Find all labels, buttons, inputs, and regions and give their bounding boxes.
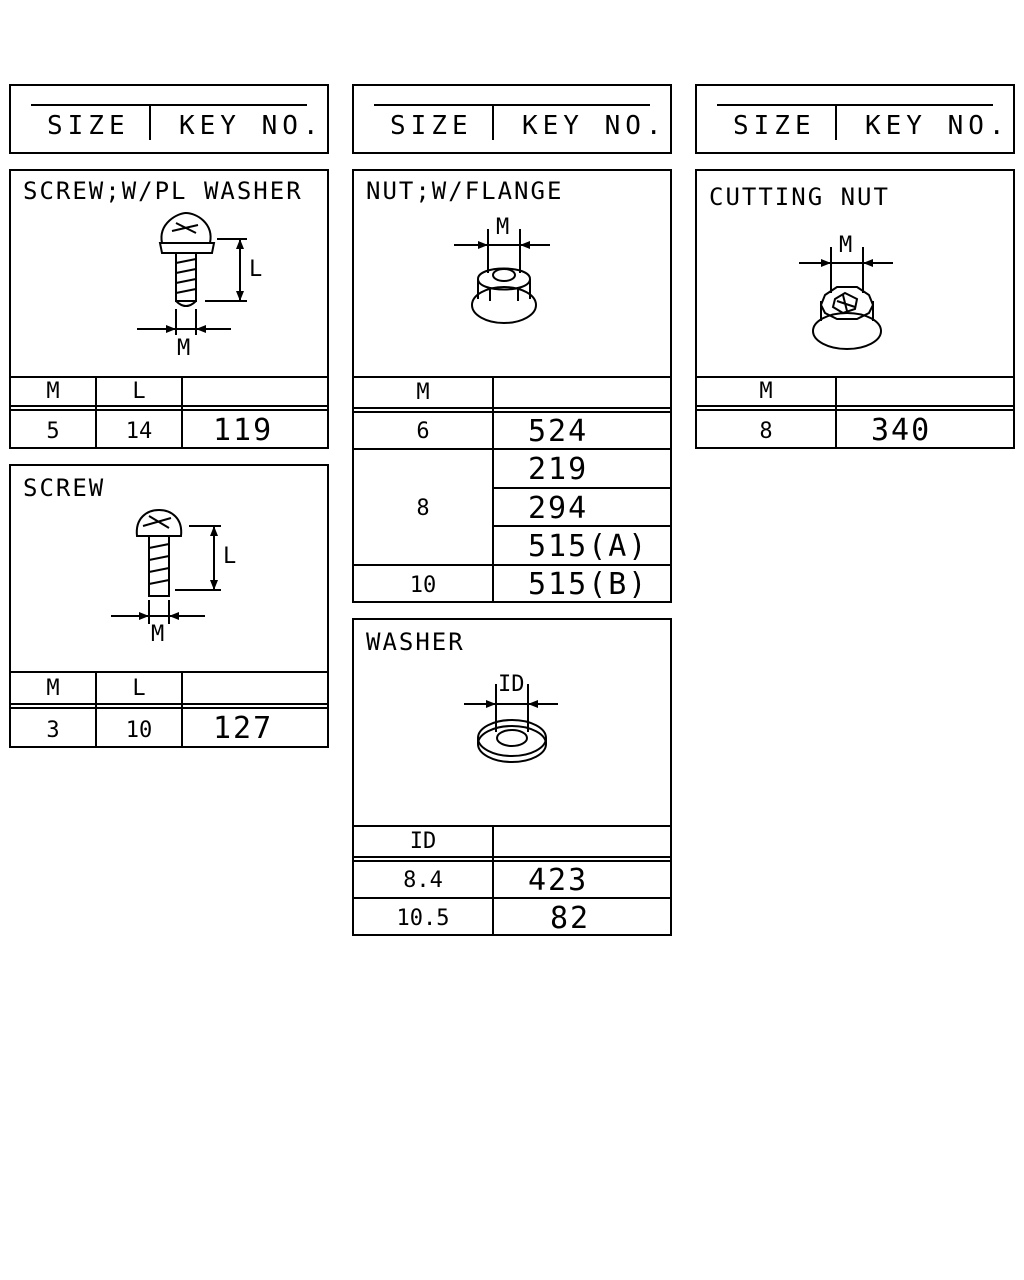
panel-title: NUT;W/FLANGE bbox=[366, 177, 564, 205]
washer-panel: WASHER ID ID 8.4 423 10.5 82 bbox=[352, 618, 672, 936]
header-box-3: SIZE KEY NO. bbox=[695, 84, 1015, 154]
size-label: SIZE bbox=[47, 111, 130, 141]
dim-id-label: ID bbox=[498, 672, 525, 697]
table-head-rule-2 bbox=[11, 707, 327, 709]
dim-l-label: L bbox=[249, 257, 263, 282]
cell-key: 340 bbox=[871, 413, 932, 448]
col-header-m: M bbox=[759, 379, 773, 404]
table-head-rule bbox=[354, 407, 670, 409]
key-no-label: KEY NO. bbox=[179, 111, 324, 141]
cell-l: 14 bbox=[125, 419, 153, 444]
header-rule bbox=[31, 104, 307, 106]
cell-key: 119 bbox=[213, 413, 274, 448]
col-header-l: L bbox=[132, 676, 146, 701]
row-rule bbox=[354, 448, 670, 450]
header-divider bbox=[492, 104, 494, 140]
cell-m: 5 bbox=[46, 419, 60, 444]
dim-m-label: M bbox=[496, 215, 510, 240]
header-box-1: SIZE KEY NO. bbox=[9, 84, 329, 154]
cell-id: 10.5 bbox=[396, 906, 450, 931]
cutting-nut-panel: CUTTING NUT M M 8 340 bbox=[695, 169, 1015, 449]
table-head-rule bbox=[11, 405, 327, 407]
cell-m: 10 bbox=[409, 573, 437, 598]
table-head-rule-2 bbox=[11, 409, 327, 411]
row-rule bbox=[494, 487, 670, 489]
key-no-label: KEY NO. bbox=[865, 111, 1010, 141]
nut-flange-panel: NUT;W/FLANGE M M 6 524 8 219 294 515(A) bbox=[352, 169, 672, 603]
table-top-rule bbox=[354, 376, 670, 378]
cell-key: 515(A) bbox=[528, 529, 649, 564]
dim-m-label: M bbox=[177, 336, 191, 361]
col-divider bbox=[492, 825, 494, 934]
table-top-rule bbox=[697, 376, 1013, 378]
row-rule bbox=[354, 564, 670, 566]
table-head-rule-2 bbox=[697, 409, 1013, 411]
header-divider bbox=[149, 104, 151, 140]
size-label: SIZE bbox=[733, 111, 816, 141]
size-label: SIZE bbox=[390, 111, 473, 141]
table-top-rule bbox=[11, 376, 327, 378]
cell-key: 82 bbox=[550, 901, 591, 936]
screw-drawing bbox=[111, 508, 221, 624]
col-divider bbox=[95, 376, 97, 447]
col-header-m: M bbox=[416, 380, 430, 405]
col-header-m: M bbox=[46, 676, 60, 701]
col-header-id: ID bbox=[409, 829, 437, 854]
header-box-2: SIZE KEY NO. bbox=[352, 84, 672, 154]
table-top-rule bbox=[11, 671, 327, 673]
table-head-rule bbox=[697, 405, 1013, 407]
cell-m: 8 bbox=[416, 496, 430, 521]
cell-m: 3 bbox=[46, 718, 60, 743]
screw-washer-drawing bbox=[137, 211, 247, 335]
table-top-rule bbox=[354, 825, 670, 827]
header-divider bbox=[835, 104, 837, 140]
key-no-label: KEY NO. bbox=[522, 111, 667, 141]
cell-m: 8 bbox=[759, 419, 773, 444]
cell-l: 10 bbox=[125, 718, 153, 743]
table-head-rule bbox=[11, 703, 327, 705]
cell-key: 515(B) bbox=[528, 567, 649, 602]
panel-title: CUTTING NUT bbox=[709, 183, 890, 211]
cell-key: 294 bbox=[528, 491, 589, 526]
col-header-l: L bbox=[132, 379, 146, 404]
panel-title: SCREW bbox=[23, 474, 106, 502]
header-rule bbox=[374, 104, 650, 106]
cell-key: 423 bbox=[528, 863, 589, 898]
cell-key: 127 bbox=[213, 711, 274, 746]
screw-washer-panel: SCREW;W/PL WASHER L M bbox=[9, 169, 329, 449]
cell-key: 219 bbox=[528, 452, 589, 487]
col-divider bbox=[492, 376, 494, 601]
row-rule bbox=[494, 525, 670, 527]
table-head-rule-2 bbox=[354, 860, 670, 862]
cell-key: 524 bbox=[528, 414, 589, 449]
washer-drawing bbox=[464, 684, 558, 763]
panel-title: WASHER bbox=[366, 628, 465, 656]
col-divider bbox=[95, 671, 97, 746]
dim-m-label: M bbox=[839, 233, 853, 258]
cell-m: 6 bbox=[416, 419, 430, 444]
panel-title: SCREW;W/PL WASHER bbox=[23, 177, 303, 205]
dim-l-label: L bbox=[223, 544, 237, 569]
cutting-nut-drawing bbox=[799, 247, 893, 350]
col-header-m: M bbox=[46, 379, 60, 404]
dim-m-label: M bbox=[151, 622, 165, 647]
table-head-rule-2 bbox=[354, 411, 670, 413]
col-divider bbox=[835, 376, 837, 447]
col-divider bbox=[181, 671, 183, 746]
row-rule bbox=[354, 897, 670, 899]
cell-id: 8.4 bbox=[403, 868, 443, 893]
header-rule bbox=[717, 104, 993, 106]
col-divider bbox=[181, 376, 183, 447]
table-head-rule bbox=[354, 856, 670, 858]
screw-panel: SCREW L M M L 3 10 127 bbox=[9, 464, 329, 748]
nut-flange-drawing bbox=[454, 229, 550, 324]
